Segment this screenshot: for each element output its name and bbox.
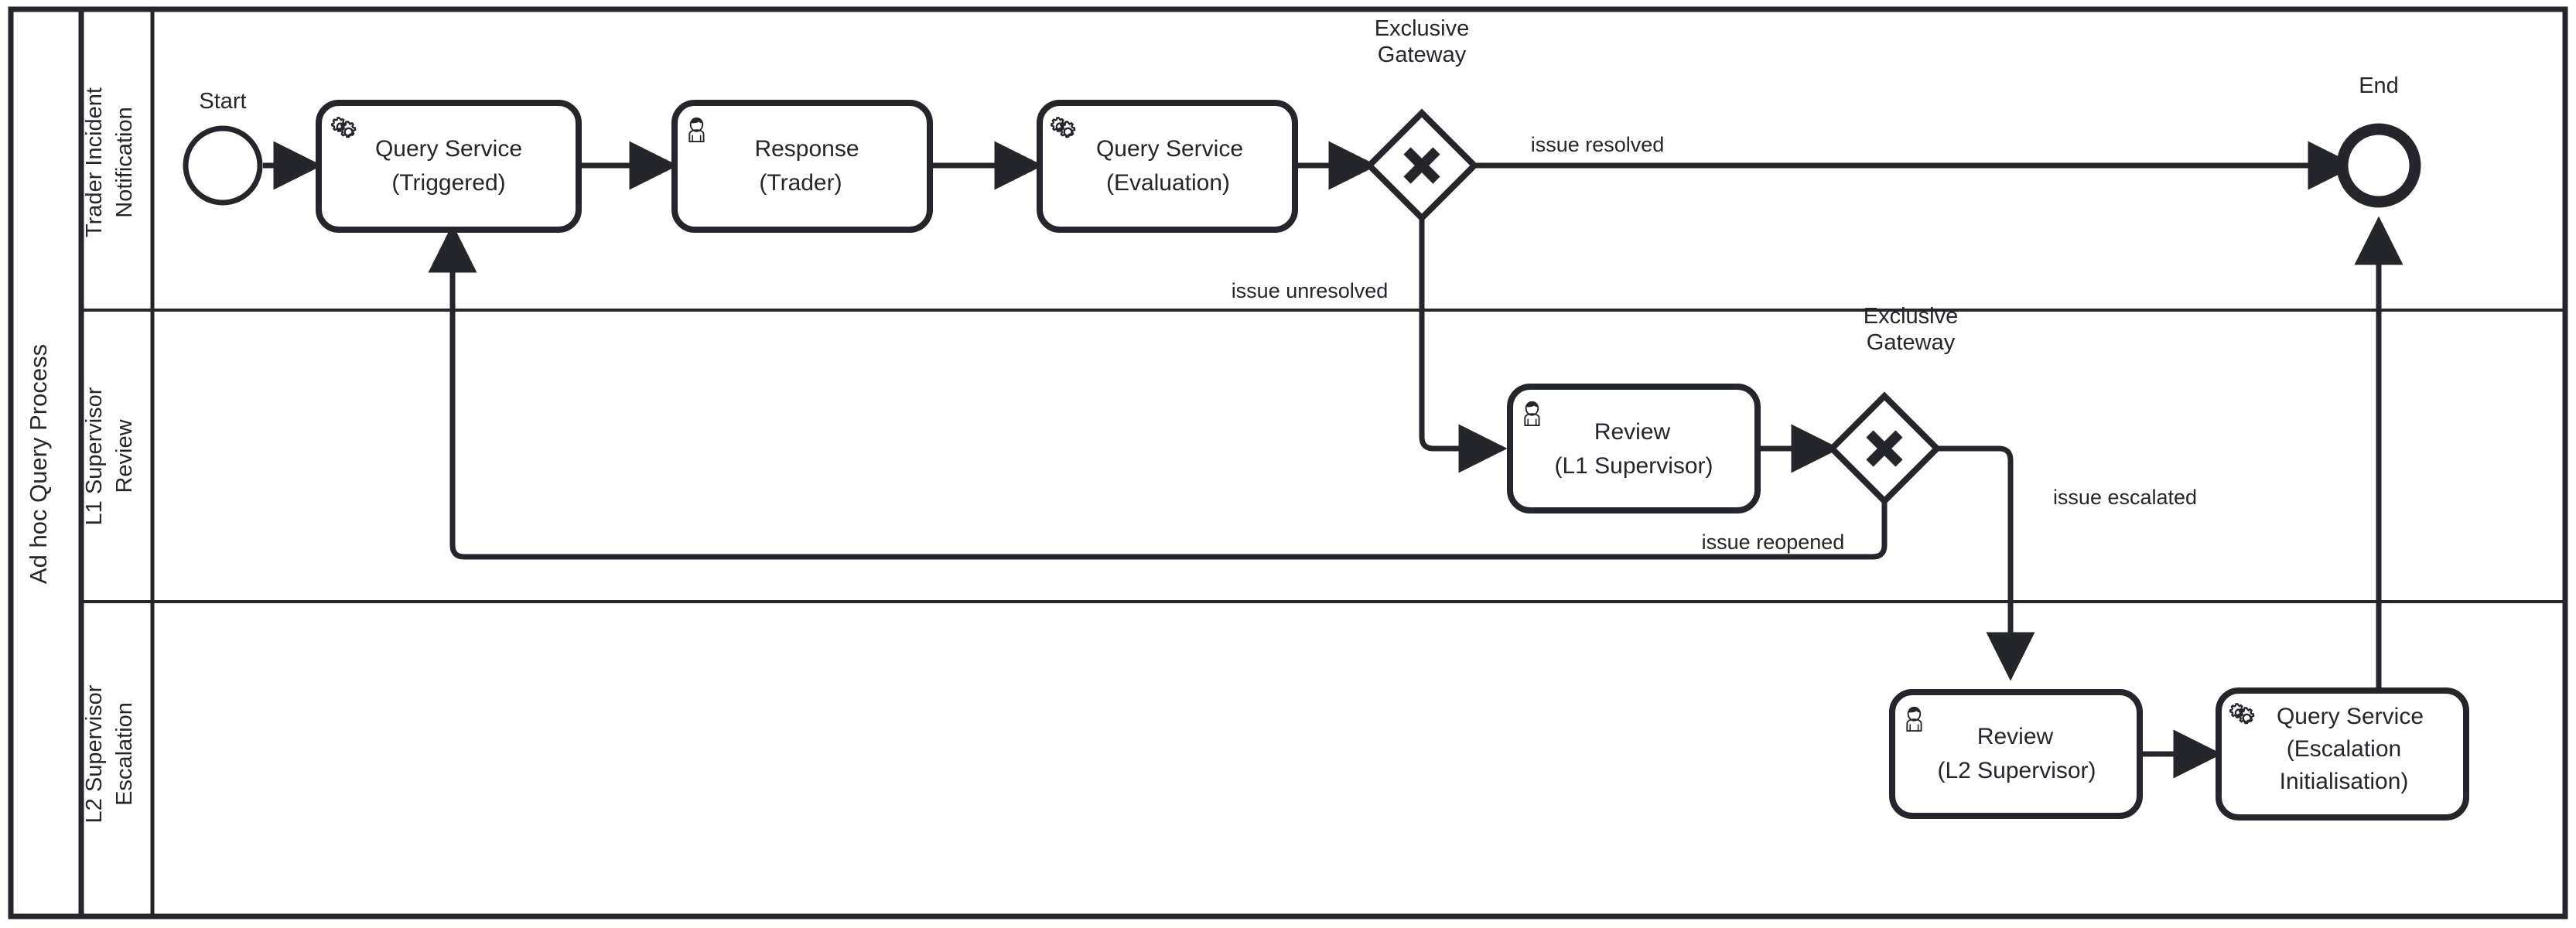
- flow-label-issue-reopened: issue reopened: [1702, 531, 1845, 554]
- service-gear-icon: [2229, 703, 2255, 725]
- user-person-icon: [1906, 706, 1922, 732]
- pool-label: Ad hoc Query Process: [25, 344, 52, 584]
- task-label-line2: (Triggered): [391, 170, 505, 196]
- service-gear-icon: [1050, 117, 1076, 138]
- lane-label-l1-line2: Review: [112, 418, 137, 493]
- sequence-flows: [263, 141, 2403, 779]
- flow-label-issue-resolved: issue resolved: [1531, 133, 1665, 156]
- exclusive-gateway-2[interactable]: Exclusive Gateway: [1827, 304, 1959, 506]
- task-label-line2: (Evaluation): [1106, 170, 1230, 196]
- task-label-line1: Response: [754, 136, 859, 162]
- flow-label-issue-unresolved: issue unresolved: [1232, 279, 1389, 302]
- task-review-l2-supervisor[interactable]: Review (L2 Supervisor): [1889, 689, 2143, 819]
- end-event-label: End: [2359, 73, 2399, 98]
- lane-l2-supervisor-escalation: L2 Supervisor Escalation: [82, 684, 137, 823]
- end-event[interactable]: End: [2336, 73, 2421, 208]
- task-label-line2: (L2 Supervisor): [1937, 758, 2096, 783]
- lane-l1-supervisor-review: L1 Supervisor Review: [82, 387, 137, 525]
- task-label-line2: (L1 Supervisor): [1554, 453, 1713, 479]
- task-label-line2: (Trader): [759, 170, 842, 196]
- task-query-service-evaluation[interactable]: Query Service (Evaluation): [1037, 100, 1298, 233]
- task-label-line1: Query Service: [375, 136, 522, 162]
- task-label-line3: Initialisation): [2280, 769, 2409, 794]
- flow-labels: issue resolved issue unresolved issue re…: [1232, 133, 2197, 554]
- task-review-l1-supervisor[interactable]: Review (L1 Supervisor): [1507, 384, 1761, 513]
- gateway-x-marker: [1866, 430, 1903, 467]
- start-event[interactable]: Start: [183, 89, 263, 206]
- task-query-service-triggered[interactable]: Query Service (Triggered): [316, 100, 582, 233]
- task-label-line1: Query Service: [2277, 704, 2424, 729]
- task-label-line1: Review: [1977, 724, 2054, 749]
- flow-gateway2-to-review-l2[interactable]: [1936, 445, 2035, 681]
- lane-label-l1-line1: L1 Supervisor: [82, 387, 107, 525]
- task-label-line1: Query Service: [1096, 136, 1243, 162]
- lane-label-trader-line1: Trader Incident: [82, 87, 107, 237]
- flow-gateway1-to-review-l1[interactable]: [1419, 218, 1508, 473]
- lane-trader-incident-notification: Trader Incident Notification: [82, 87, 137, 237]
- lane-label-l2-line2: Escalation: [112, 702, 137, 806]
- task-label-line2: (Escalation: [2287, 736, 2401, 762]
- flow-gateway2-to-query-triggered[interactable]: [428, 223, 1888, 560]
- exclusive-gateway-1[interactable]: Exclusive Gateway: [1365, 16, 1479, 223]
- start-event-label: Start: [199, 89, 246, 114]
- lane-dividers: [81, 309, 2565, 603]
- flow-label-issue-escalated: issue escalated: [2053, 486, 2197, 509]
- gateway-label-line2: Gateway: [1867, 330, 1956, 355]
- task-query-service-escalation-initialisation[interactable]: Query Service (Escalation Initialisation…: [2216, 687, 2469, 821]
- gateway-label-line1: Exclusive: [1864, 304, 1959, 329]
- lane-label-trader-line2: Notification: [112, 107, 137, 217]
- gateway-label-line2: Gateway: [1378, 43, 1467, 67]
- service-gear-icon: [330, 117, 357, 138]
- gateway-x-marker: [1403, 147, 1440, 184]
- user-person-icon: [688, 117, 705, 142]
- task-label-line1: Review: [1594, 419, 1671, 445]
- gateway-label-line1: Exclusive: [1375, 16, 1470, 41]
- user-person-icon: [1524, 401, 1540, 426]
- task-response-trader[interactable]: Response (Trader): [671, 100, 933, 233]
- lane-label-l2-line1: L2 Supervisor: [82, 684, 107, 823]
